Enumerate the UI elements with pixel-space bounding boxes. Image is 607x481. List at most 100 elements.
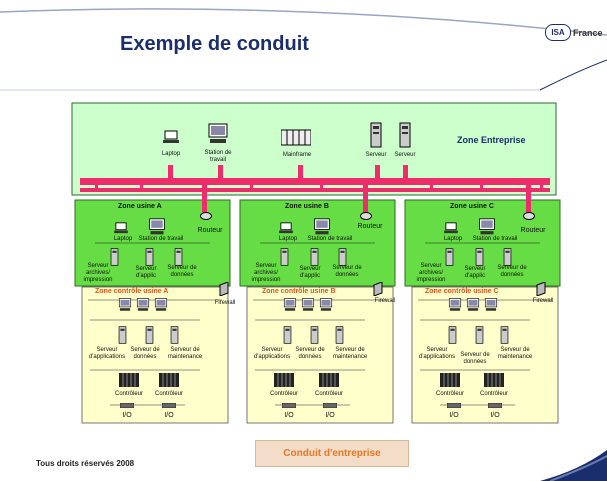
server-icon (448, 326, 457, 344)
controller-icon (319, 373, 339, 387)
controller-label: Contrôleur (269, 391, 298, 397)
control-zone-c-title: Zone contrôle usine C (425, 288, 499, 295)
controller-label: Contrôleur (114, 391, 143, 397)
isa-logo-text: France (573, 28, 603, 38)
server-icon (118, 326, 127, 344)
io-module-icon (447, 403, 461, 408)
workstation-icon (283, 298, 297, 311)
control-zone-a-title: Zone contrôle usine A (95, 288, 169, 295)
server-icon (280, 248, 289, 266)
controller-label: Contrôleur (314, 391, 343, 397)
server-icon (335, 326, 344, 344)
server-icon (283, 326, 292, 344)
server-icon (475, 248, 484, 266)
io-module-icon (323, 403, 337, 408)
io-module-icon (162, 403, 176, 408)
workstation-icon (479, 218, 495, 235)
laptop-icon (163, 130, 179, 143)
io-module-icon (488, 403, 502, 408)
laptop-icon (444, 222, 458, 234)
server-icon (475, 326, 484, 344)
plant-server-label: Serveur de données (332, 265, 362, 278)
plant-device-label: Laptop (113, 236, 133, 242)
control-zone-b-title: Zone contrôle usine B (262, 288, 336, 295)
workstation-icon (154, 298, 168, 311)
plant-server-label: Serveur archives/ impression (83, 263, 113, 283)
server-icon (174, 248, 183, 266)
enterprise-zone-title: Zone Entreprise (457, 135, 526, 145)
workstation-icon (448, 298, 462, 311)
enterprise-device-label: Laptop (161, 151, 181, 157)
control-server-label: Serveur d'applications (418, 347, 456, 360)
control-server-label: Serveur d'applications (88, 347, 126, 360)
server-icon (145, 248, 154, 266)
workstation-icon (314, 218, 330, 235)
footer-copyright: Tous droits réservés 2008 (36, 459, 135, 468)
io-label: I/O (164, 412, 174, 419)
enterprise-device-label: Serveur (365, 152, 387, 158)
server-icon (170, 326, 179, 344)
router-icon (360, 212, 372, 220)
control-server-label: Serveur de maintenance (167, 347, 203, 360)
workstation-icon (466, 298, 480, 311)
firewall-label: Firewall (214, 300, 236, 306)
plant-server-label: Serveur d'applic (464, 266, 486, 279)
firewall-label: Firewall (374, 298, 396, 304)
workstation-icon (301, 298, 315, 311)
controller-icon (440, 373, 460, 387)
control-server-label: Serveur de données (130, 347, 160, 360)
enterprise-device-label: Serveur (394, 152, 416, 158)
server-icon (500, 326, 509, 344)
workstation-icon (484, 298, 498, 311)
plant-device-label: Station de travail (472, 236, 518, 242)
server-icon (503, 248, 512, 266)
firewall-label: Firewall (532, 298, 554, 304)
firewall-icon (373, 282, 383, 296)
workstation-icon (149, 218, 165, 235)
workstation-icon (136, 298, 150, 311)
io-module-icon (282, 403, 296, 408)
router-label: Routeur (197, 227, 223, 234)
router-label: Routeur (520, 227, 546, 234)
plant-device-label: Laptop (278, 236, 298, 242)
plant-zone-c-title: Zone usine C (450, 203, 494, 210)
server-icon (445, 248, 454, 266)
plant-server-label: Serveur archives/ impression (251, 263, 281, 283)
controller-label: Contrôleur (435, 391, 464, 397)
controller-icon (119, 373, 139, 387)
controller-label: Contrôleur (154, 391, 183, 397)
plant-device-label: Station de travail (307, 236, 353, 242)
header-swoosh (0, 8, 607, 91)
footer-swoosh (540, 450, 607, 481)
workstation-icon (208, 123, 228, 143)
plant-server-label: Serveur de données (167, 265, 197, 278)
controller-icon (484, 373, 504, 387)
server-icon (310, 326, 319, 344)
control-server-label: Serveur de maintenance (332, 347, 368, 360)
server-icon (110, 248, 119, 266)
server-icon (145, 326, 154, 344)
control-server-label: Serveur de données (460, 352, 490, 365)
plant-zone-b-title: Zone usine B (285, 203, 329, 210)
control-zone-a-box (81, 286, 229, 424)
workstation-icon (319, 298, 333, 311)
server-icon (399, 122, 411, 148)
firewall-icon (536, 282, 546, 296)
plant-server-label: Serveur de données (497, 265, 527, 278)
control-server-label: Serveur de maintenance (497, 347, 533, 360)
io-label: I/O (122, 412, 132, 419)
server-icon (370, 122, 382, 148)
plant-server-label: Serveur d'applic (299, 266, 321, 279)
io-label: I/O (449, 412, 459, 419)
plant-server-label: Serveur d'applic (135, 266, 157, 279)
mainframe-icon (281, 129, 311, 146)
control-zone-c-box (411, 286, 559, 424)
control-zone-b-box (246, 286, 394, 424)
control-server-label: Serveur d'applications (253, 347, 291, 360)
enterprise-device-label: Mainframe (282, 152, 312, 158)
slide-title: Exemple de conduit (120, 33, 309, 55)
plant-device-label: Station de travail (138, 236, 184, 242)
controller-icon (274, 373, 294, 387)
isa-logo-badge: ISA (545, 24, 571, 41)
